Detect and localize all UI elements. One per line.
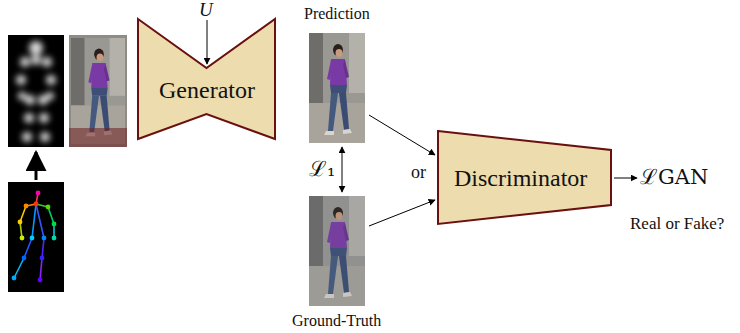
generator-box: Generator [137, 18, 276, 140]
bowtie-shape [138, 19, 275, 139]
flow-arrow [369, 200, 435, 226]
prediction-image: Prediction [309, 33, 365, 143]
or-label: or [411, 163, 426, 183]
ground-truth-image: Ground-Truth [309, 196, 365, 306]
noise-input-arrow [207, 20, 208, 64]
pose-to-heatmap-arrow [35, 152, 38, 180]
gan-loss-label: ℒGAN [640, 166, 708, 189]
skeleton-limbs [14, 193, 54, 280]
loss-label: ℒ₁ [309, 158, 335, 181]
skeleton-joints [12, 191, 57, 283]
prediction-photo [309, 33, 365, 143]
discriminator-box: Discriminator [437, 130, 612, 225]
input-photo [69, 35, 127, 147]
loss-double-arrow [342, 147, 343, 192]
image-heading: Prediction [304, 5, 370, 23]
heatmap-blobs [16, 41, 56, 142]
flow-arrow [369, 115, 435, 155]
heatmap-ground [8, 35, 64, 147]
image-heading: Ground-Truth [292, 312, 381, 330]
trap-shape [438, 131, 611, 224]
loss-output-arrow [614, 178, 637, 179]
box-label: Generator [159, 77, 255, 103]
box-label: Discriminator [454, 165, 587, 191]
real-fake-label: Real or Fake? [630, 215, 724, 234]
noise-symbol: U [199, 0, 213, 21]
pose-heatmap [8, 35, 64, 147]
pose-skeleton [8, 182, 64, 292]
ground-truth-photo [309, 196, 365, 306]
